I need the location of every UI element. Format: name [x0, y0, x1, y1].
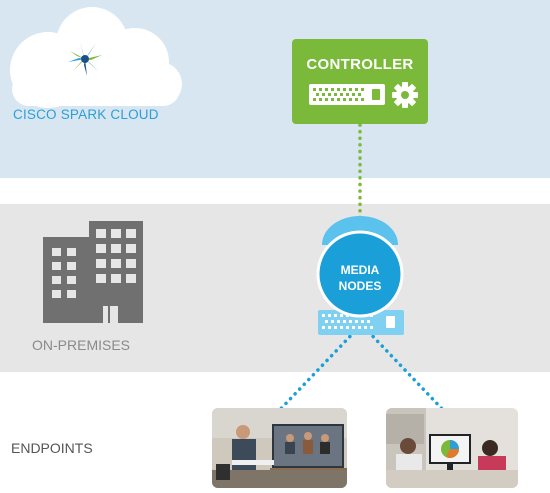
media-nodes-line2: NODES [338, 279, 382, 293]
controller-title: CONTROLLER [306, 56, 414, 73]
media-to-endpoint-left-connector [270, 325, 361, 420]
gear-icon [392, 82, 418, 108]
media-nodes-line1: MEDIA [340, 263, 380, 277]
media-to-endpoint-right-connector [362, 325, 448, 415]
controller-node: CONTROLLER [292, 39, 428, 124]
media-nodes-label: MEDIA NODES [320, 262, 400, 294]
on-premises-label: ON-PREMISES [32, 337, 131, 353]
server-icon [309, 84, 385, 105]
cloud-zone-label: CISCO SPARK CLOUD [13, 107, 159, 122]
endpoints-label: ENDPOINTS [11, 440, 93, 456]
endpoint-photo-desk [386, 408, 518, 488]
endpoint-photo-meeting-room [212, 408, 347, 488]
